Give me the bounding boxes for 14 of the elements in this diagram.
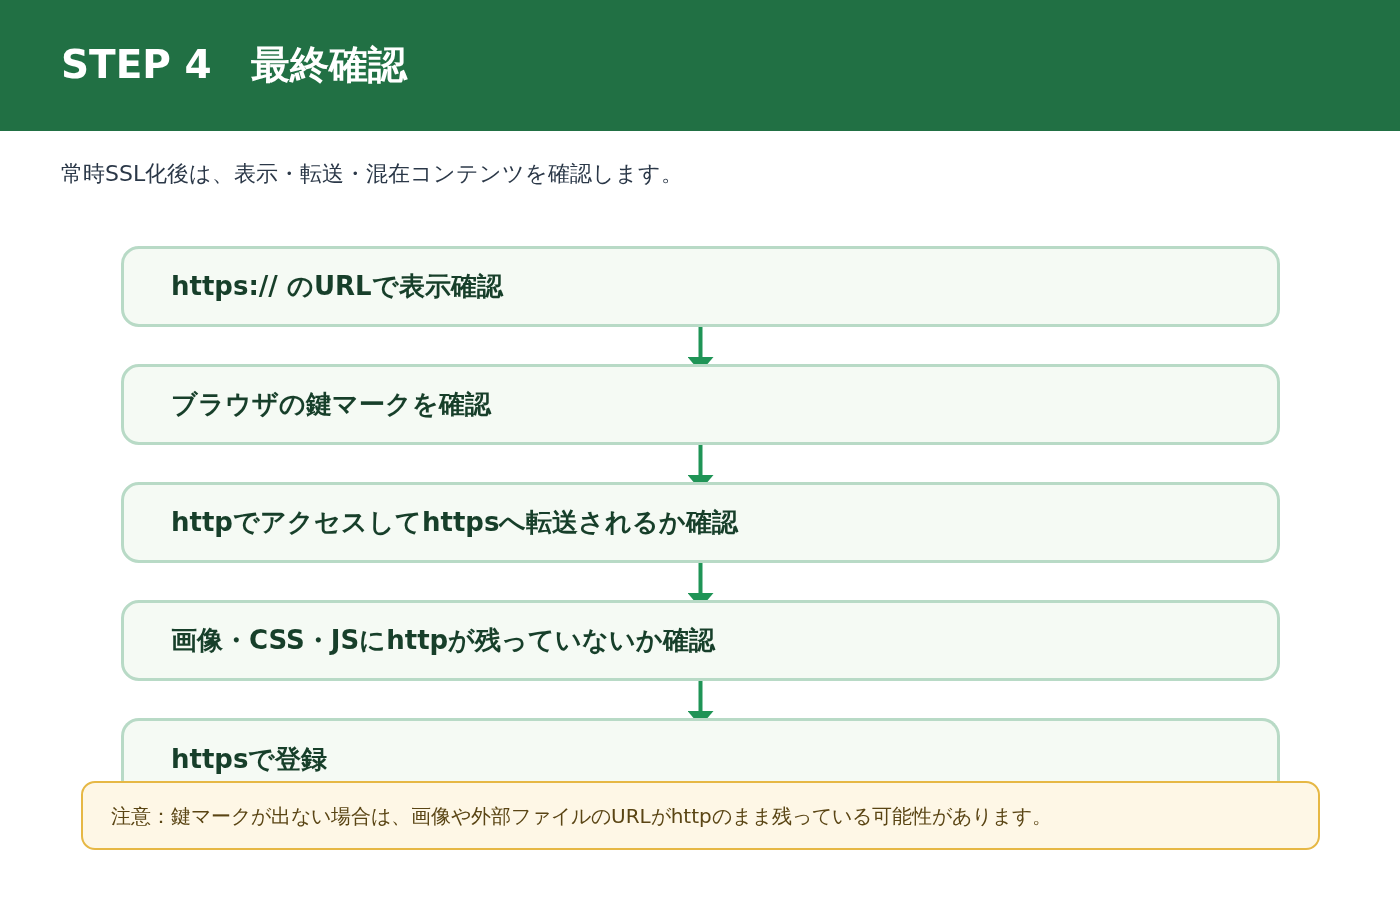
lead-text: 常時SSL化後は、表示・転送・混在コンテンツを確認します。 [61,160,684,188]
step-box [121,482,1280,563]
step-box [121,600,1280,681]
note-box [81,781,1320,850]
step-box [121,364,1280,445]
step-text: httpsで登録 [171,743,328,776]
page-title: STEP 4 最終確認 [61,42,407,89]
step-box [121,246,1280,327]
note-text: 注意：鍵マークが出ない場合は、画像や外部ファイルのURLがhttpのまま残っている可能性があります。 [111,802,1052,829]
step-text: https:// のURLで表示確認 [171,269,503,303]
step-box [121,718,1280,781]
step-text: httpでアクセスしてhttpsへ転送されるか確認 [171,505,739,539]
step-text: ブラウザの鍵マークを確認 [171,387,491,421]
step-text: 画像・CSS・JSにhttpが残っていないか確認 [171,623,716,657]
